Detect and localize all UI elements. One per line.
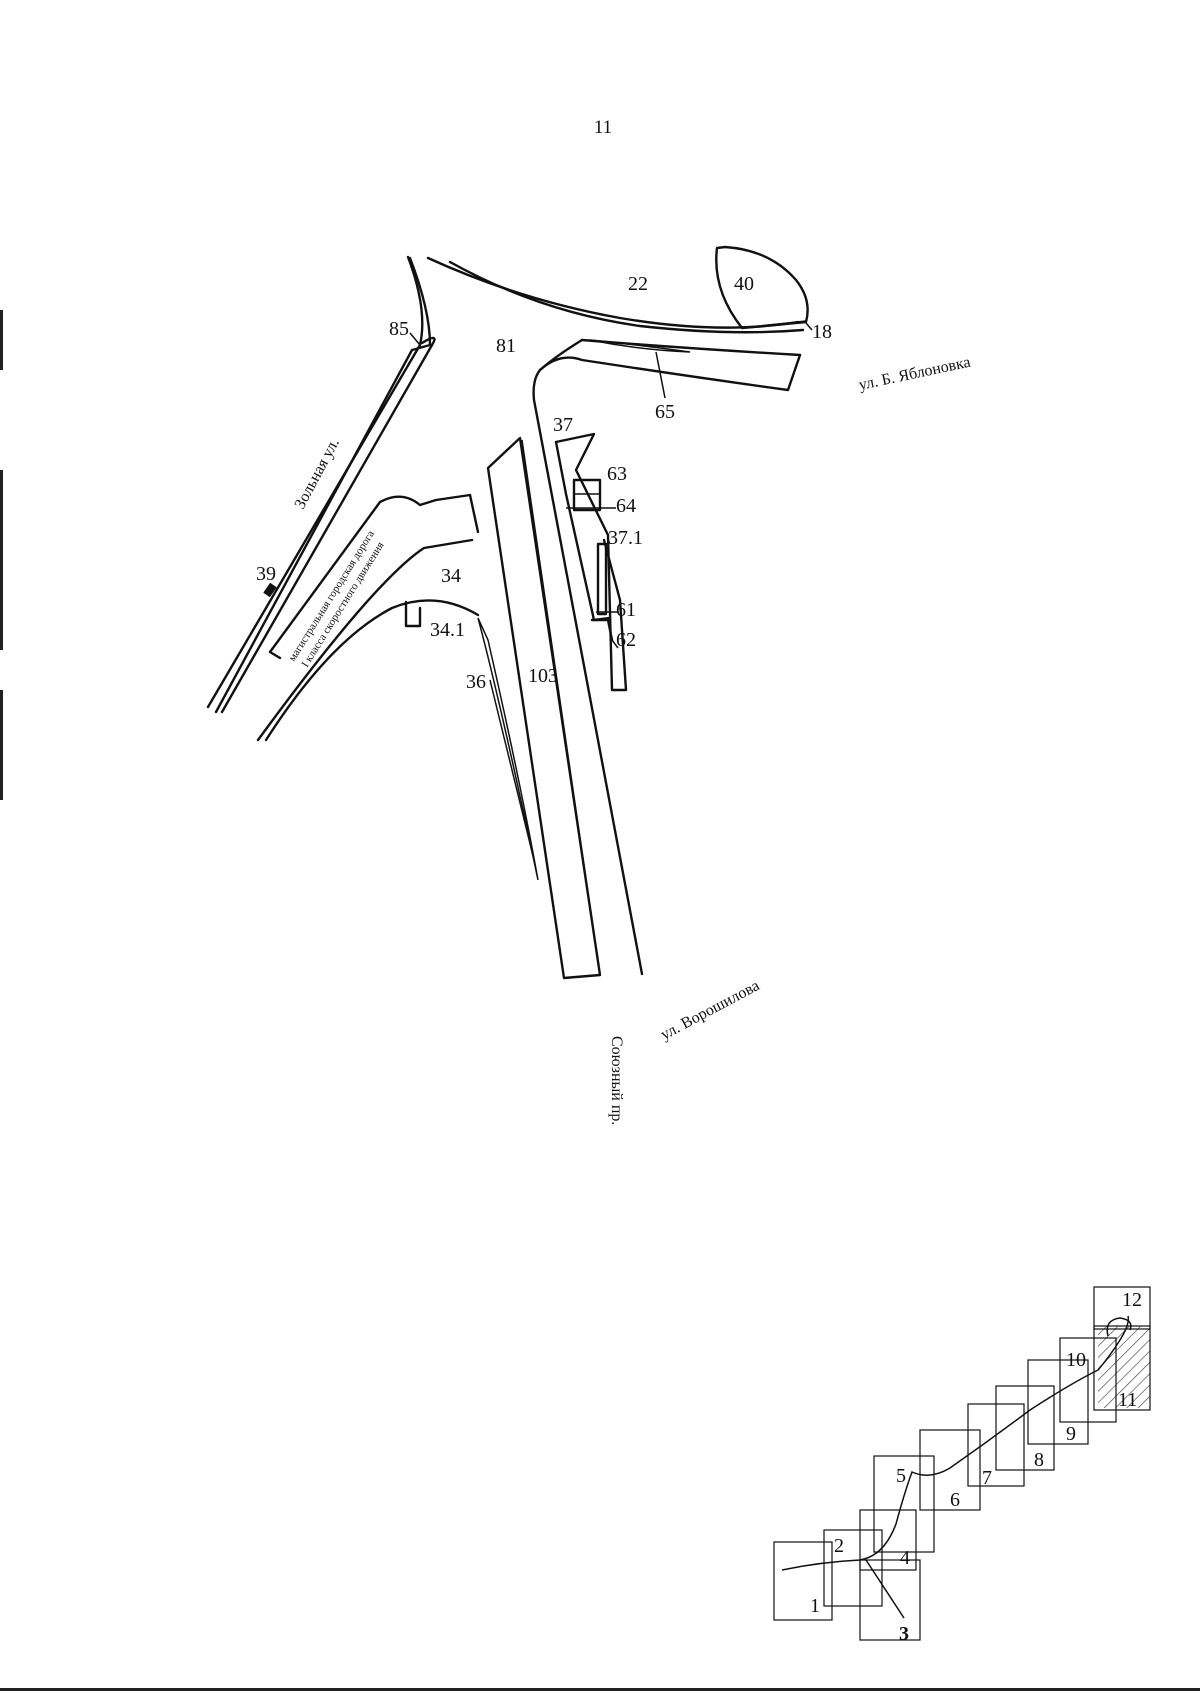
parcel-103-strip [486, 436, 602, 980]
index-sheet-number: 1 [810, 1595, 820, 1617]
index-sheet-frame [859, 1509, 917, 1571]
parcel-65-lens [589, 339, 691, 353]
parcel-label: 34.1 [430, 619, 465, 641]
street-label-voroshilova: ул. Ворошилова [658, 977, 762, 1043]
index-sheet-frame [1059, 1337, 1117, 1423]
index-sheet-frame [873, 1455, 935, 1553]
street-label-zolnaya: Зольная ул. [292, 436, 343, 512]
parcel-labels: 22 40 18 85 81 65 37 63 64 37.1 39 34 61… [256, 273, 832, 693]
leader-85 [409, 332, 421, 346]
trunk-neck [538, 338, 584, 372]
parcel-label: 18 [812, 321, 832, 343]
index-map [773, 1286, 1151, 1641]
parcel-label: 36 [466, 671, 486, 693]
index-sheet-frame [1027, 1359, 1089, 1445]
parcel-label: 22 [628, 273, 648, 295]
leader-62 [611, 639, 619, 649]
parcel-40-outline [715, 245, 809, 330]
parcel-18-divider [741, 320, 807, 329]
index-sheet-number: 4 [900, 1547, 910, 1569]
index-sheet-frame [919, 1429, 981, 1511]
zolnaya-west-edge [206, 255, 424, 709]
street-label-soyuzny: Союзный пр. [608, 1036, 625, 1125]
scan-edge-mark [0, 310, 3, 370]
parcel-label: 85 [389, 318, 409, 340]
parcel-39-mark [263, 582, 277, 598]
parcel-36-inner [489, 679, 535, 861]
leader-18 [805, 322, 813, 331]
scan-edge-mark [0, 470, 3, 650]
index-sheet-frame [859, 1559, 921, 1641]
index-sheet-frame [995, 1385, 1055, 1471]
index-sheet-number: 12 [1122, 1289, 1142, 1311]
parcel-63-box [572, 478, 602, 512]
index-sheet-frame [823, 1529, 883, 1607]
zolnaya-east-edge [220, 336, 436, 714]
index-sheet-number: 9 [1066, 1423, 1076, 1445]
highway-south-edge-a [256, 538, 474, 742]
street-labels: ул. Б. Яблоновка Зольная ул. магистральн… [286, 354, 972, 1126]
parcel-label: 34 [441, 565, 461, 587]
highway-south-edge-b [264, 599, 480, 742]
index-sheet-number: 11 [1118, 1389, 1137, 1411]
index-sheet-number: 10 [1066, 1349, 1086, 1371]
parcel-37-strip [554, 440, 612, 622]
page-number: 11 [594, 117, 612, 138]
parcel-label: 81 [496, 335, 516, 357]
index-sheet-number: 6 [950, 1489, 960, 1511]
parcel-label: 62 [616, 629, 636, 651]
index-route-branch [865, 1559, 905, 1619]
index-sheet-labels: 1 2 3 4 5 6 7 8 9 10 11 12 [810, 1289, 1142, 1645]
index-sheet-number: 2 [834, 1535, 844, 1557]
parcel-label: 65 [655, 401, 675, 423]
parcel-label: 40 [734, 273, 754, 295]
parcel-34-1-notch [404, 600, 422, 628]
index-current-sheet-hatch [1098, 1326, 1150, 1408]
parcel-37-1-strip [596, 542, 608, 616]
leader-65 [655, 351, 666, 399]
scan-bottom-edge [0, 1688, 1200, 1691]
parcel-label: 64 [616, 495, 636, 517]
parcel-label: 37.1 [608, 527, 643, 549]
parcel-label: 39 [256, 563, 276, 585]
index-sheet-number: 5 [896, 1465, 906, 1487]
index-route-loop [1106, 1317, 1132, 1337]
trunk-east-edge [532, 368, 644, 976]
index-sheet-frame [773, 1541, 833, 1621]
index-sheet-number: 7 [982, 1467, 992, 1489]
street-label-b-yablonovka: ул. Б. Яблоновка [857, 354, 972, 394]
parcel-label: 37 [553, 414, 573, 436]
parcel-103-midline [521, 439, 601, 976]
highway-north-edge [268, 493, 472, 660]
index-sheet-frame [1093, 1325, 1151, 1411]
parcel-34-east [468, 493, 480, 534]
zolnaya-inner-edge [214, 256, 432, 714]
road-network [206, 245, 813, 980]
parcel-label: 61 [616, 599, 636, 621]
parcel-61-outline [590, 618, 614, 642]
index-route [781, 1315, 1130, 1571]
index-sheet-frame [1093, 1286, 1151, 1330]
index-sheet-number: 3 [899, 1623, 909, 1645]
street-label-highway-2: I класса скоростного движения [299, 540, 386, 670]
east-parcels [409, 332, 628, 692]
parcel-label: 63 [607, 463, 627, 485]
arc-south-lower [538, 353, 802, 392]
scan-edge-mark [0, 690, 3, 800]
index-sheet-number: 8 [1034, 1449, 1044, 1471]
parcel-36-strip [477, 617, 539, 881]
parcel-label: 103 [528, 665, 558, 687]
arc-north-inner [448, 260, 805, 334]
